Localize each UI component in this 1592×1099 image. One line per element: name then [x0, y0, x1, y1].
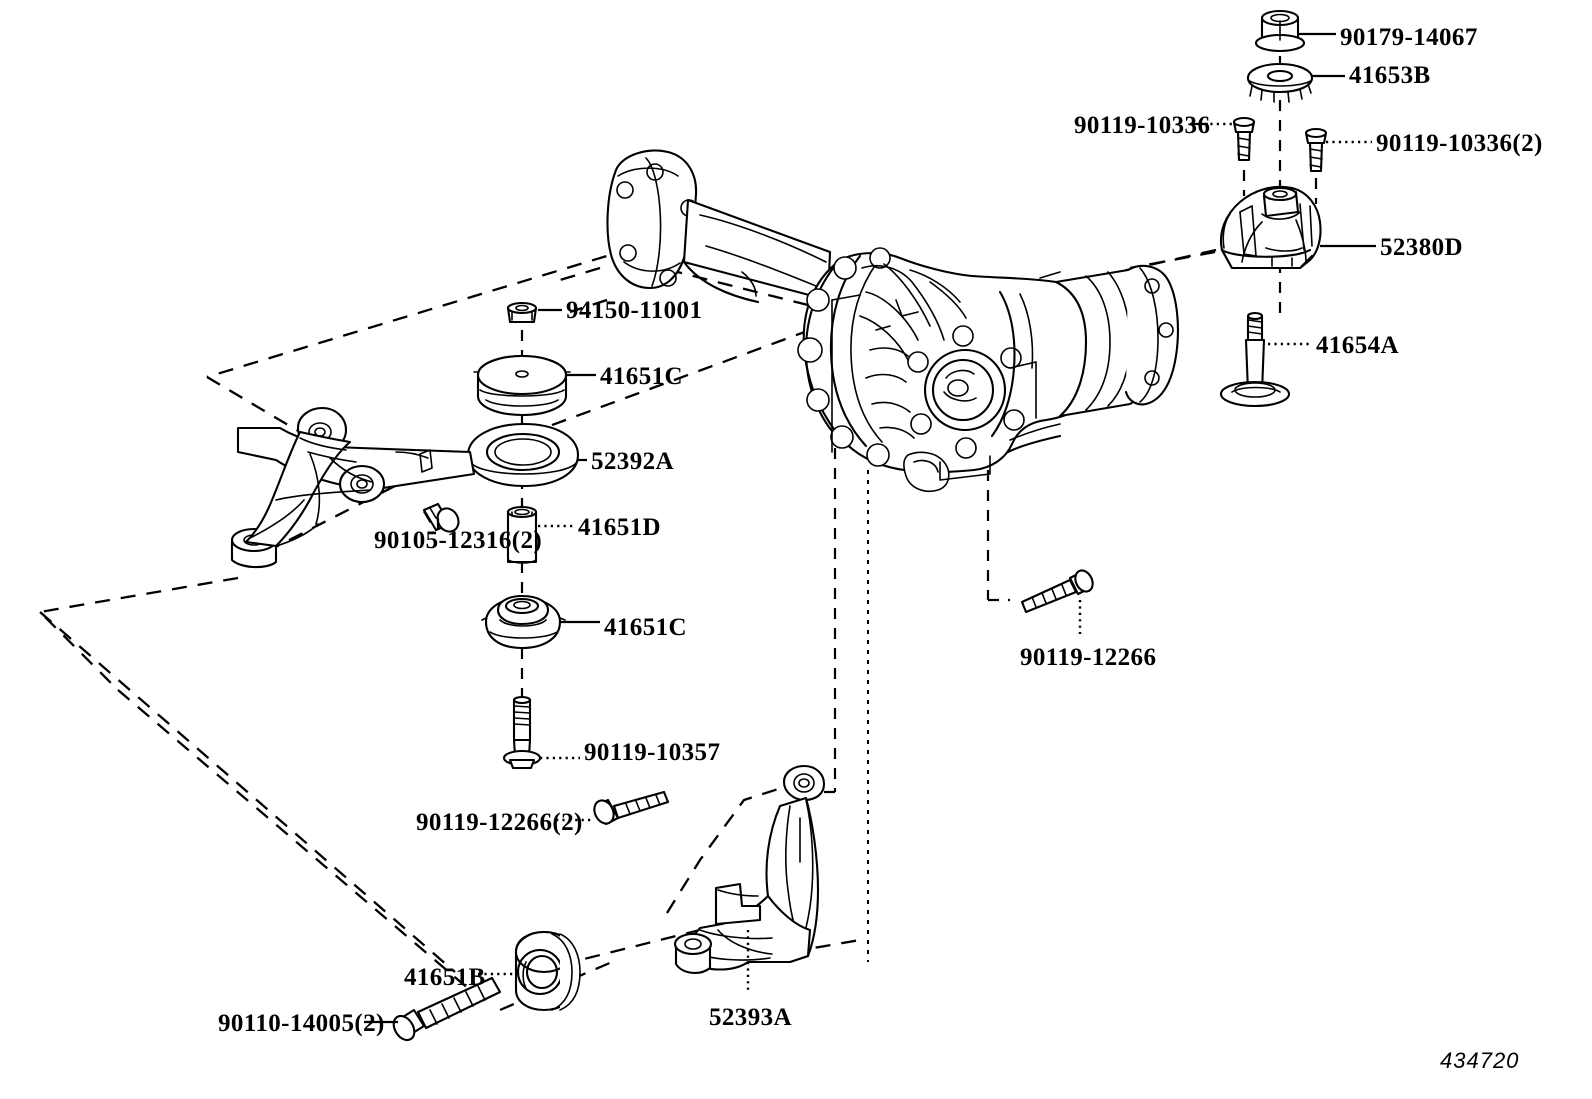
bushing-assembly	[392, 930, 581, 1042]
mount-bolt-left	[1232, 116, 1256, 162]
part-label-90110-14005-2: 90110-14005(2)	[218, 1010, 385, 1037]
part-label-90119-12266-2: 90119-12266(2)	[416, 809, 583, 836]
part-label-90105-12316-2: 90105-12316(2)	[374, 527, 543, 554]
differential-carrier-housing	[797, 247, 1179, 492]
part-label-41651D: 41651D	[578, 514, 661, 541]
part-label-41651B: 41651B	[404, 964, 486, 991]
front-support-bracket	[230, 406, 580, 569]
part-label-52393A: 52393A	[709, 1004, 792, 1031]
spacer-collar-part	[506, 505, 538, 564]
stud-bolt-part	[1219, 311, 1291, 408]
right-mount-assembly	[1219, 9, 1328, 408]
cushion-upper-part	[473, 354, 571, 417]
part-label-41653B: 41653B	[1349, 62, 1431, 89]
part-label-90119-10357: 90119-10357	[584, 739, 721, 766]
part-label-90119-12266: 90119-12266	[1020, 644, 1157, 671]
part-label-90119-10336: 90119-10336	[1074, 112, 1211, 139]
right-mount-insulator	[1220, 185, 1322, 270]
long-bolt-part	[502, 695, 542, 770]
flange-nut-part	[1254, 9, 1306, 53]
part-label-90119-10336-2: 90119-10336(2)	[1376, 130, 1543, 157]
part-label-41651C-upper: 41651C	[600, 363, 683, 390]
part-label-52380D: 52380D	[1380, 234, 1463, 261]
cushion-lower-part	[481, 594, 566, 650]
lock-nut-part	[506, 301, 538, 324]
bolt-90119-12266-part	[1020, 569, 1094, 614]
part-label-41654A: 41654A	[1316, 332, 1399, 359]
left-exploded-stack	[230, 301, 670, 826]
bolt-90119-12266-2-part	[593, 790, 670, 826]
label-leader-lines	[364, 32, 1376, 1024]
mount-bolt-right	[1304, 127, 1328, 173]
part-label-41651C-lower: 41651C	[604, 614, 687, 641]
cushion-retainer-part	[1246, 62, 1314, 103]
part-label-90179-14067: 90179-14067	[1340, 24, 1478, 51]
part-label-94150-11001: 94150-11001	[566, 297, 703, 324]
part-label-52392A: 52392A	[591, 448, 674, 475]
diagram-id-number: 434720	[1440, 1048, 1520, 1073]
rear-support-bracket	[673, 764, 826, 974]
bracket-bolt-part	[422, 502, 460, 533]
propeller-shaft-flange	[606, 149, 832, 304]
center-axis-lines	[800, 448, 1010, 962]
